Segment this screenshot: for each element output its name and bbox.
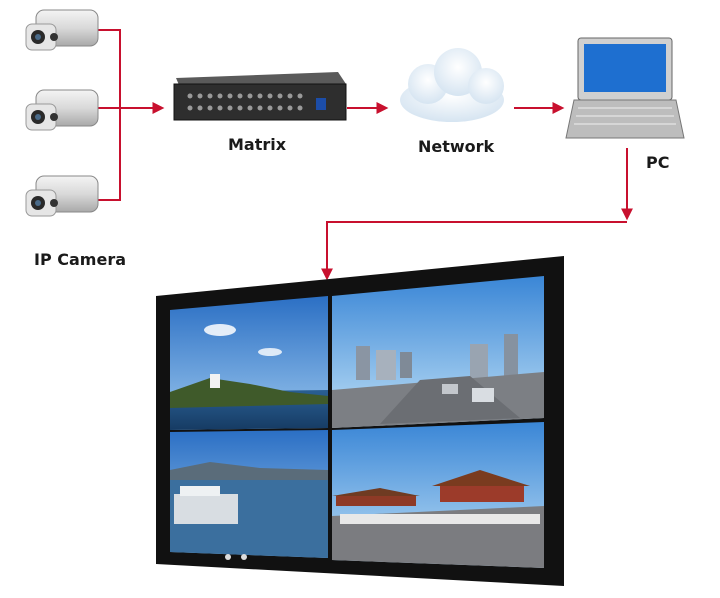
pc-label: PC xyxy=(646,153,670,172)
ip-camera-icon xyxy=(25,9,99,51)
wall-panel-highway xyxy=(332,276,544,428)
wall-panel-harbor xyxy=(170,430,328,558)
ip-camera-label: IP Camera xyxy=(34,250,126,269)
wall-panel-lighthouse xyxy=(170,296,328,430)
to-wall-arrow xyxy=(321,221,627,281)
cloud-icon xyxy=(400,48,504,122)
matrix-label: Matrix xyxy=(228,135,287,154)
wall-panel-palace xyxy=(332,422,544,568)
camera-bus-line xyxy=(96,29,121,201)
ip-camera-icon xyxy=(25,89,99,131)
laptop-icon xyxy=(565,37,685,139)
network-label: Network xyxy=(418,137,495,156)
video-wall-display xyxy=(156,256,564,586)
ip-camera-icon xyxy=(25,175,99,217)
matrix-device-icon xyxy=(173,72,347,121)
connectors xyxy=(96,29,633,281)
